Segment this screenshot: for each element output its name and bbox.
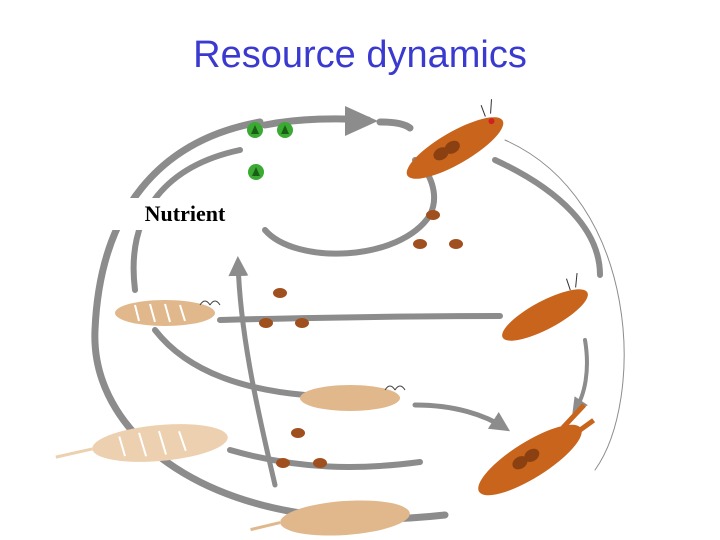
adult-insect-icon — [406, 99, 504, 179]
down-arrow — [572, 338, 589, 414]
right-outer-arrow — [492, 157, 603, 278]
top-arrowhead — [345, 106, 378, 136]
to-adult-arrow — [412, 402, 511, 432]
seed-icon — [248, 164, 264, 180]
mid-ring-arrow — [152, 327, 308, 398]
top-right-link — [376, 118, 414, 132]
larva-icon — [115, 300, 221, 326]
frass-pellet-icon — [273, 288, 287, 298]
thin-side-arrow — [504, 139, 625, 471]
frass-pellet-icon — [313, 458, 327, 468]
slide-title: Resource dynamics — [193, 34, 527, 76]
seed-icon — [247, 122, 263, 138]
larva-icon — [250, 500, 410, 536]
adult-insect-icon — [502, 272, 588, 341]
frass-pellet-icon — [449, 239, 463, 249]
adult-insect-icon — [478, 403, 596, 496]
seeds — [247, 122, 293, 180]
lower-ring-arrow — [227, 447, 423, 470]
frass-pellet-icon — [291, 428, 305, 438]
adult-insects — [406, 99, 596, 496]
frass-pellets — [259, 210, 463, 468]
inner-loop-arrow — [262, 157, 437, 257]
second-ring-arrow — [130, 147, 243, 293]
nutrient-label: Nutrient — [110, 198, 260, 230]
frass-pellet-icon — [259, 318, 273, 328]
larva-icon — [300, 385, 406, 411]
larvae — [55, 300, 410, 536]
right-ring-arrow — [217, 313, 503, 323]
seed-icon — [277, 122, 293, 138]
frass-pellet-icon — [413, 239, 427, 249]
frass-pellet-icon — [426, 210, 440, 220]
frass-pellet-icon — [276, 458, 290, 468]
cycle-arrows — [91, 106, 625, 523]
larva-icon — [55, 424, 228, 462]
outer-arc-arrow — [91, 118, 449, 523]
frass-pellet-icon — [295, 318, 309, 328]
upward-arrow — [228, 256, 278, 488]
